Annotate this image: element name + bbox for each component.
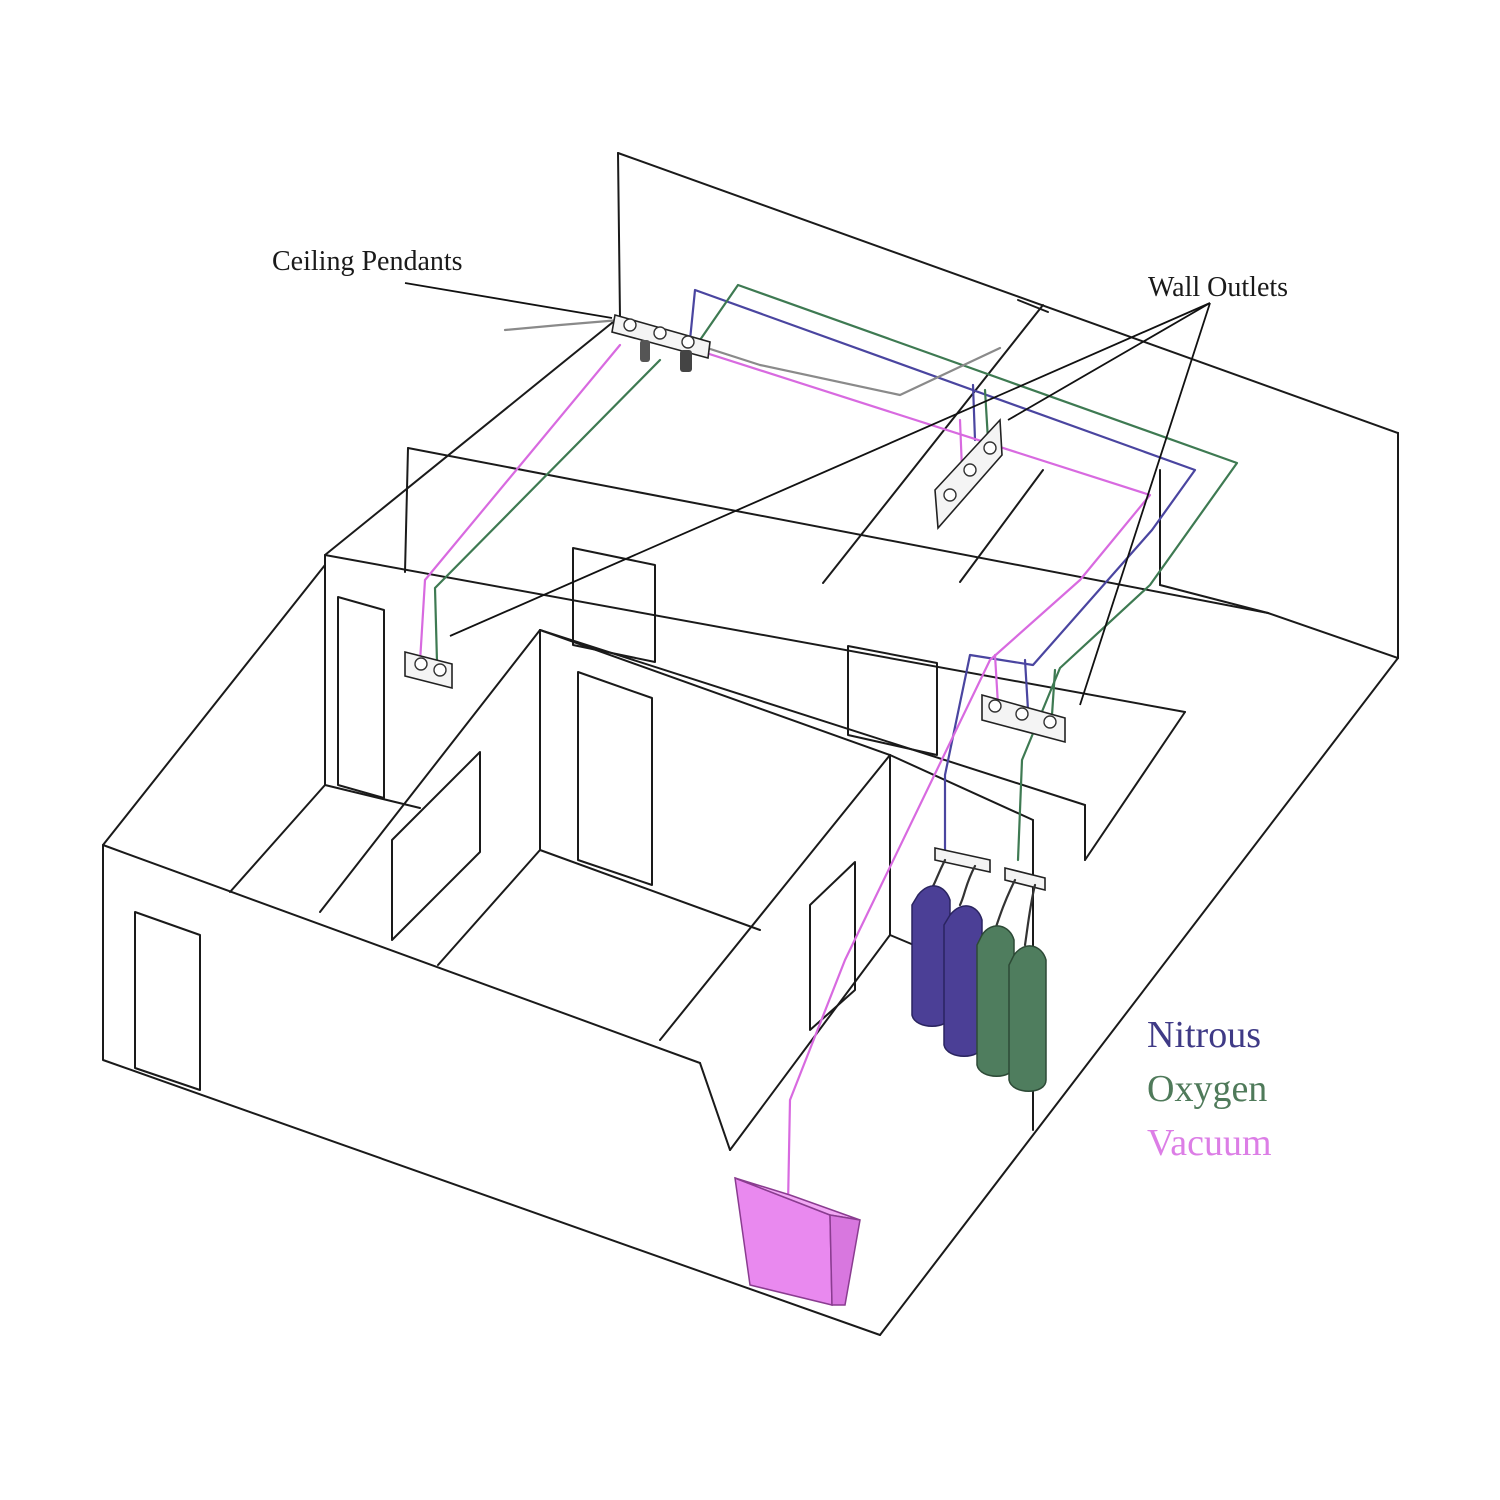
middle-room-floor [539, 849, 761, 931]
legend-vacuum: Vacuum [1147, 1122, 1272, 1164]
nitrous-hose-2 [958, 864, 977, 907]
pendant-port-1 [623, 318, 637, 332]
oxygen-hose-2 [1023, 883, 1037, 947]
wall-outlet-right-port-1 [988, 699, 1002, 713]
wall-outlet-left-port-1 [414, 657, 428, 671]
middle-room-back [437, 849, 541, 966]
wall-outlet-leader-right [1079, 302, 1211, 706]
back-wall-left-edge [617, 152, 621, 319]
middle-room-front [659, 754, 891, 1041]
ceiling-pendant-leader [404, 282, 613, 319]
door-left-room [337, 596, 385, 799]
wall-outlet-leader-upper [1007, 302, 1211, 421]
callout-leaders [404, 282, 1211, 706]
oxygen-pipe-left [433, 358, 662, 664]
vacuum-pump-side [829, 1214, 861, 1306]
wall-outlet-upper-port-1 [943, 488, 957, 502]
left-room-floor [229, 784, 326, 893]
gas-pipelines [418, 283, 1239, 1207]
legend-nitrous: Nitrous [1147, 1014, 1261, 1056]
oxygen-pipe-outlet [1050, 668, 1057, 717]
wall-outlet-left [404, 650, 453, 690]
wall-outlet-right [981, 693, 1066, 744]
left-room-divider [319, 629, 541, 913]
equipment-room-corner [699, 1062, 731, 1151]
oxygen-tank-2 [1008, 945, 1047, 1092]
room-divider-back [822, 304, 1044, 584]
pendant-hose-2 [640, 340, 650, 362]
roof-left-edge [324, 317, 619, 556]
wall-outlet-leader-left [449, 302, 1211, 637]
ceiling-pendant [611, 313, 711, 372]
nitrous-manifold [934, 847, 991, 873]
pendant-hose [680, 350, 692, 372]
oxygen-hose-1 [993, 878, 1017, 932]
back-wall [617, 152, 1399, 434]
pendant-port-2 [653, 326, 667, 340]
left-outer-top-edge [102, 564, 326, 846]
right-outer-wall [879, 432, 1399, 1336]
utility-line [503, 318, 1002, 397]
front-outer-wall [102, 844, 881, 1336]
right-room-side [959, 469, 1044, 583]
upper-corridor-wall [407, 447, 1269, 614]
wall-outlet-right-port-3 [1043, 715, 1057, 729]
door-front [134, 911, 201, 1091]
door-right-corridor [847, 645, 938, 756]
door-middle-room [577, 671, 653, 886]
nitrous-pipe-main [688, 288, 1197, 852]
door-right-divider [809, 861, 856, 1031]
wall-outlet-right-port-2 [1015, 707, 1029, 721]
door-left-divider [391, 751, 481, 941]
wall-outlet-left-port-2 [433, 663, 447, 677]
vacuum-pump [734, 1176, 861, 1306]
left-room-floor-2 [324, 784, 421, 809]
wall-outlets-label: Wall Outlets [1148, 272, 1288, 303]
building-walls [102, 152, 1399, 1336]
right-room-wall [1267, 612, 1399, 659]
nitrous-pipe-wall [971, 383, 977, 442]
door-upper-corridor [572, 547, 656, 663]
oxygen-pipe-wall [983, 388, 990, 442]
middle-corridor-wall-front [539, 629, 1086, 806]
vacuum-pipe-outlet [993, 653, 1000, 707]
right-room-front [1159, 584, 1269, 614]
legend-oxygen: Oxygen [1147, 1068, 1267, 1110]
nitrous-pipe-outlet [1023, 658, 1030, 712]
gas-manifolds [928, 847, 1046, 947]
wall-outlet-upper-port-2 [963, 463, 977, 477]
corridor-end-wall [1084, 711, 1186, 861]
upper-corridor-left [404, 447, 409, 573]
pendant-port-3 [681, 335, 695, 349]
middle-corridor-wall [324, 554, 1186, 713]
room-divider-back-top [1017, 299, 1049, 313]
wall-outlet-upper-port-3 [983, 441, 997, 455]
right-room-floor-line-2 [729, 934, 891, 1151]
front-top-edge [102, 844, 701, 1064]
vacuum-pipe-main [648, 333, 1152, 1207]
oxygen-pipe-main [698, 283, 1239, 862]
vacuum-pipe-left [418, 343, 622, 664]
equipment-room-back [889, 754, 1034, 821]
ceiling-pendants-label: Ceiling Pendants [272, 246, 463, 277]
legend: Nitrous Oxygen Vacuum [1147, 1014, 1272, 1164]
gas-tanks [911, 885, 1047, 1092]
wall-outlet-upper [934, 418, 1003, 530]
